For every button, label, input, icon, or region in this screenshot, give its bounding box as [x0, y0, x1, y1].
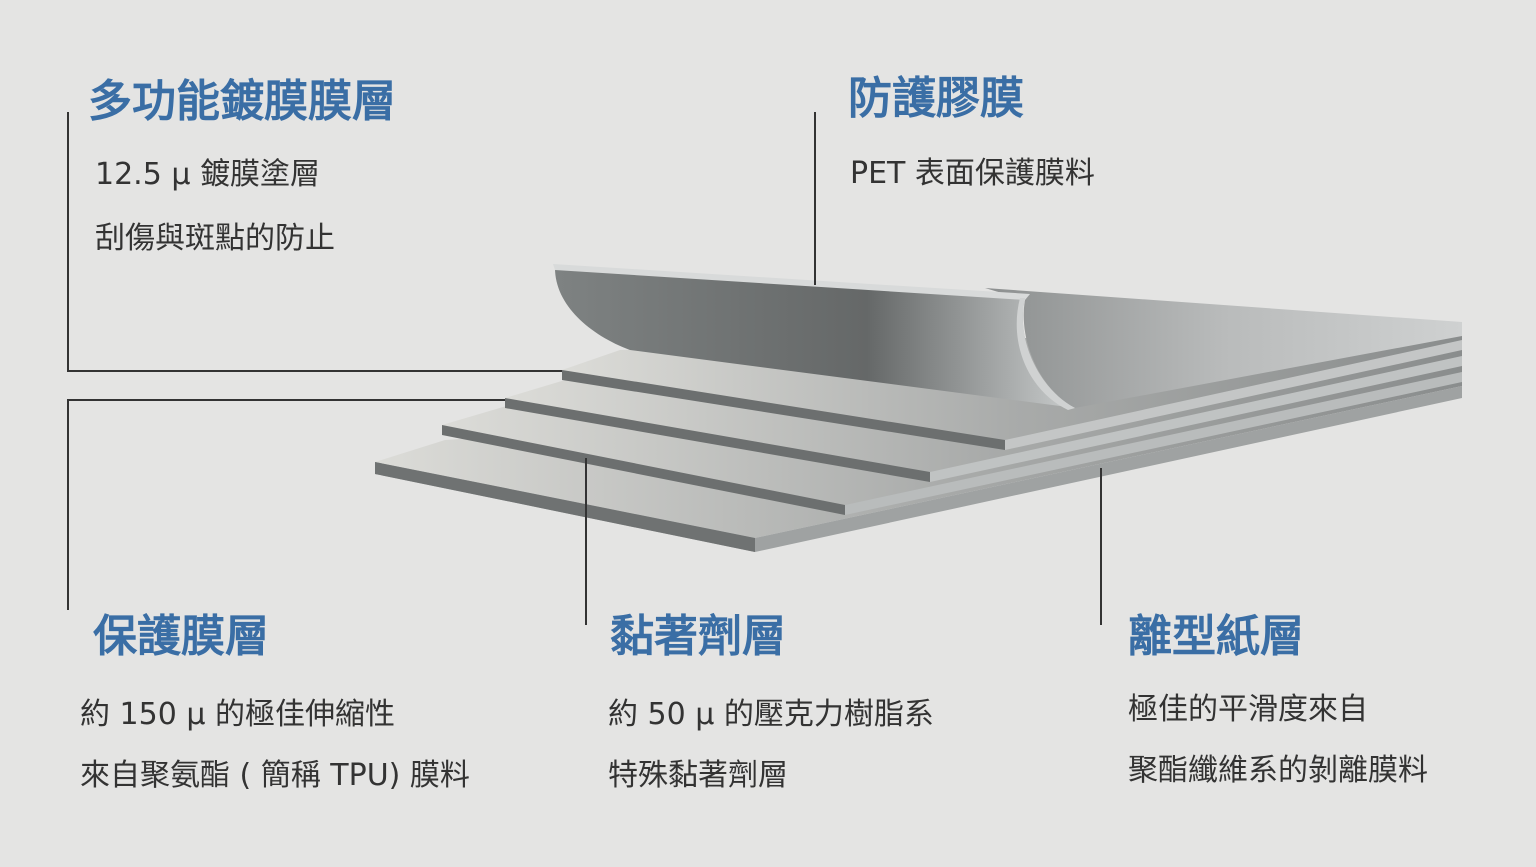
release-paper-title: 離型紙層 — [1128, 611, 1304, 662]
coating-line-2: 刮傷與斑點的防止 — [95, 221, 335, 256]
protection-layer-line-2: 來自聚氨酯 ( 簡稱 TPU) 膜料 — [80, 758, 470, 793]
release-paper-line-2: 聚酯纖維系的剝離膜料 — [1128, 753, 1428, 788]
coating-line-1: 12.5 μ 鍍膜塗層 — [95, 157, 320, 192]
protection-layer-line-1: 約 150 μ 的極佳伸縮性 — [80, 697, 395, 732]
protective-film-line-1: PET 表面保護膜料 — [850, 156, 1095, 191]
coating-title: 多功能鍍膜膜層 — [88, 76, 396, 127]
protection-layer-title: 保護膜層 — [93, 611, 269, 662]
leader-line-coating — [67, 112, 562, 372]
protective-film-peeled — [553, 264, 1462, 410]
release-paper-line-1: 極佳的平滑度來自 — [1128, 692, 1368, 727]
adhesive-layer-line-2: 特殊黏著劑層 — [608, 758, 788, 793]
adhesive-layer-line-1: 約 50 μ 的壓克力樹脂系 — [608, 697, 934, 732]
adhesive-layer-title: 黏著劑層 — [610, 611, 786, 662]
protective-film-title: 防護膠膜 — [848, 73, 1024, 124]
leader-line-protection — [67, 399, 505, 610]
